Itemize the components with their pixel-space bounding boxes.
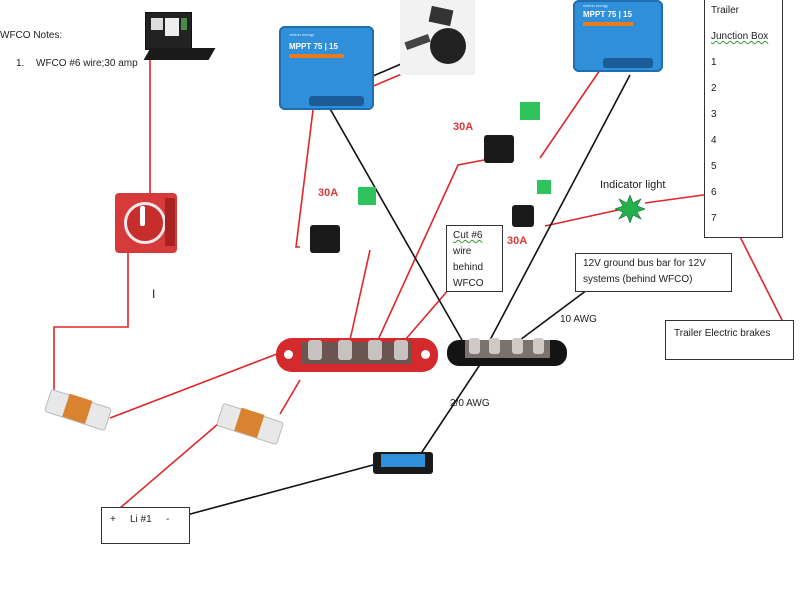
wire-mppt-left-neg <box>324 99 463 341</box>
wire-fuse2-to-battery <box>105 417 226 521</box>
battery-name: Li #1 <box>130 514 152 525</box>
cut-wire-line-2: wire <box>453 246 472 257</box>
wire-ground-bus-10awg <box>519 289 588 341</box>
battery-shunt-icon <box>373 452 433 474</box>
fuse-rating-middle: 30A <box>453 121 474 133</box>
mppt-brand: victron energy <box>289 32 315 37</box>
wire-mppt-left-to-fuse <box>295 101 315 248</box>
junction-pin-3: 3 <box>711 109 717 120</box>
mppt-model: MPPT 75 | 15 <box>583 10 632 19</box>
ground-bus-line-1: 12V ground bus bar for 12V <box>583 258 706 269</box>
stray-mark: I <box>152 287 156 301</box>
mppt-brand: victron energy <box>583 3 609 8</box>
ground-bus-callout: 12V ground bus bar for 12V systems (behi… <box>575 253 732 292</box>
junction-pin-7: 7 <box>711 213 717 224</box>
mppt-charge-controller-left: victron energy MPPT 75 | 15 <box>279 26 374 110</box>
inline-fuse-holder-left-icon <box>310 225 340 253</box>
trailer-brakes-label: Trailer Electric brakes <box>674 328 771 339</box>
wire-fuse-middle-out <box>539 69 601 159</box>
notes-item-number: 1. <box>16 58 25 69</box>
wire-shunt-to-battery <box>167 461 385 521</box>
wire-fuse-left-out <box>349 249 371 341</box>
ground-bus-line-2: systems (behind WFCO) <box>583 274 693 285</box>
junction-pin-6: 6 <box>711 187 717 198</box>
trailer-brakes-callout: Trailer Electric brakes <box>665 320 794 360</box>
notes-title: WFCO Notes: <box>0 30 63 41</box>
mppt-charge-controller-right: victron energy MPPT 75 | 15 <box>573 0 663 72</box>
battery-disconnect-switch-icon <box>115 193 177 253</box>
solar-plug-icon <box>400 0 475 75</box>
battery-positive-terminal: + <box>110 514 116 525</box>
wire-mppt-right-neg <box>489 74 631 341</box>
wire-gauge-2-0awg: 2/0 AWG <box>450 398 490 409</box>
inline-fuse-holder-right-icon <box>512 205 534 227</box>
negative-bus-bar <box>447 338 567 366</box>
blade-fuse-middle-icon <box>520 102 540 120</box>
cut-wire-line-1: Cut #6 <box>453 230 483 241</box>
battery-li-1: + Li #1 - <box>101 507 190 544</box>
cut-wire-line-4: WFCO <box>453 278 484 289</box>
wire-gauge-10awg: 10 AWG <box>560 314 597 325</box>
wire-cut-wfco <box>404 287 451 341</box>
indicator-light-label: Indicator light <box>600 179 666 191</box>
indicator-light-icon <box>615 195 645 223</box>
junction-box-title-2: Junction Box <box>711 31 769 42</box>
junction-pin-1: 1 <box>711 57 717 68</box>
wire-fuse-right-out <box>544 209 619 227</box>
fuse-rating-left: 30A <box>318 187 339 199</box>
junction-pin-4: 4 <box>711 135 717 146</box>
wire-fuse-to-busbar-red <box>109 351 283 419</box>
notes-item-text: WFCO #6 wire;30 amp <box>36 58 138 69</box>
positive-bus-bar <box>276 338 438 372</box>
inline-fuse-holder-middle-icon <box>484 135 514 163</box>
fuse-rating-right: 30A <box>507 235 528 247</box>
wire-switch-to-fuse <box>53 250 129 396</box>
wire-fuse2-to-busbar <box>279 379 301 415</box>
battery-negative-terminal: - <box>166 514 170 525</box>
trailer-junction-box: Trailer Junction Box 1 2 3 4 5 6 7 <box>704 0 783 238</box>
wfco-converter-icon <box>143 12 216 64</box>
junction-pin-2: 2 <box>711 83 717 94</box>
blade-fuse-right-icon <box>537 180 551 194</box>
junction-box-title-1: Trailer <box>711 5 739 16</box>
cut-wire-line-3: behind <box>453 262 484 273</box>
wire-fuse-middle-in <box>377 159 485 341</box>
cut-wire-callout: Cut #6 wire behind WFCO <box>446 225 503 292</box>
junction-pin-5: 5 <box>711 161 717 172</box>
blade-fuse-left-icon <box>358 187 376 205</box>
mppt-model: MPPT 75 | 15 <box>289 42 338 51</box>
